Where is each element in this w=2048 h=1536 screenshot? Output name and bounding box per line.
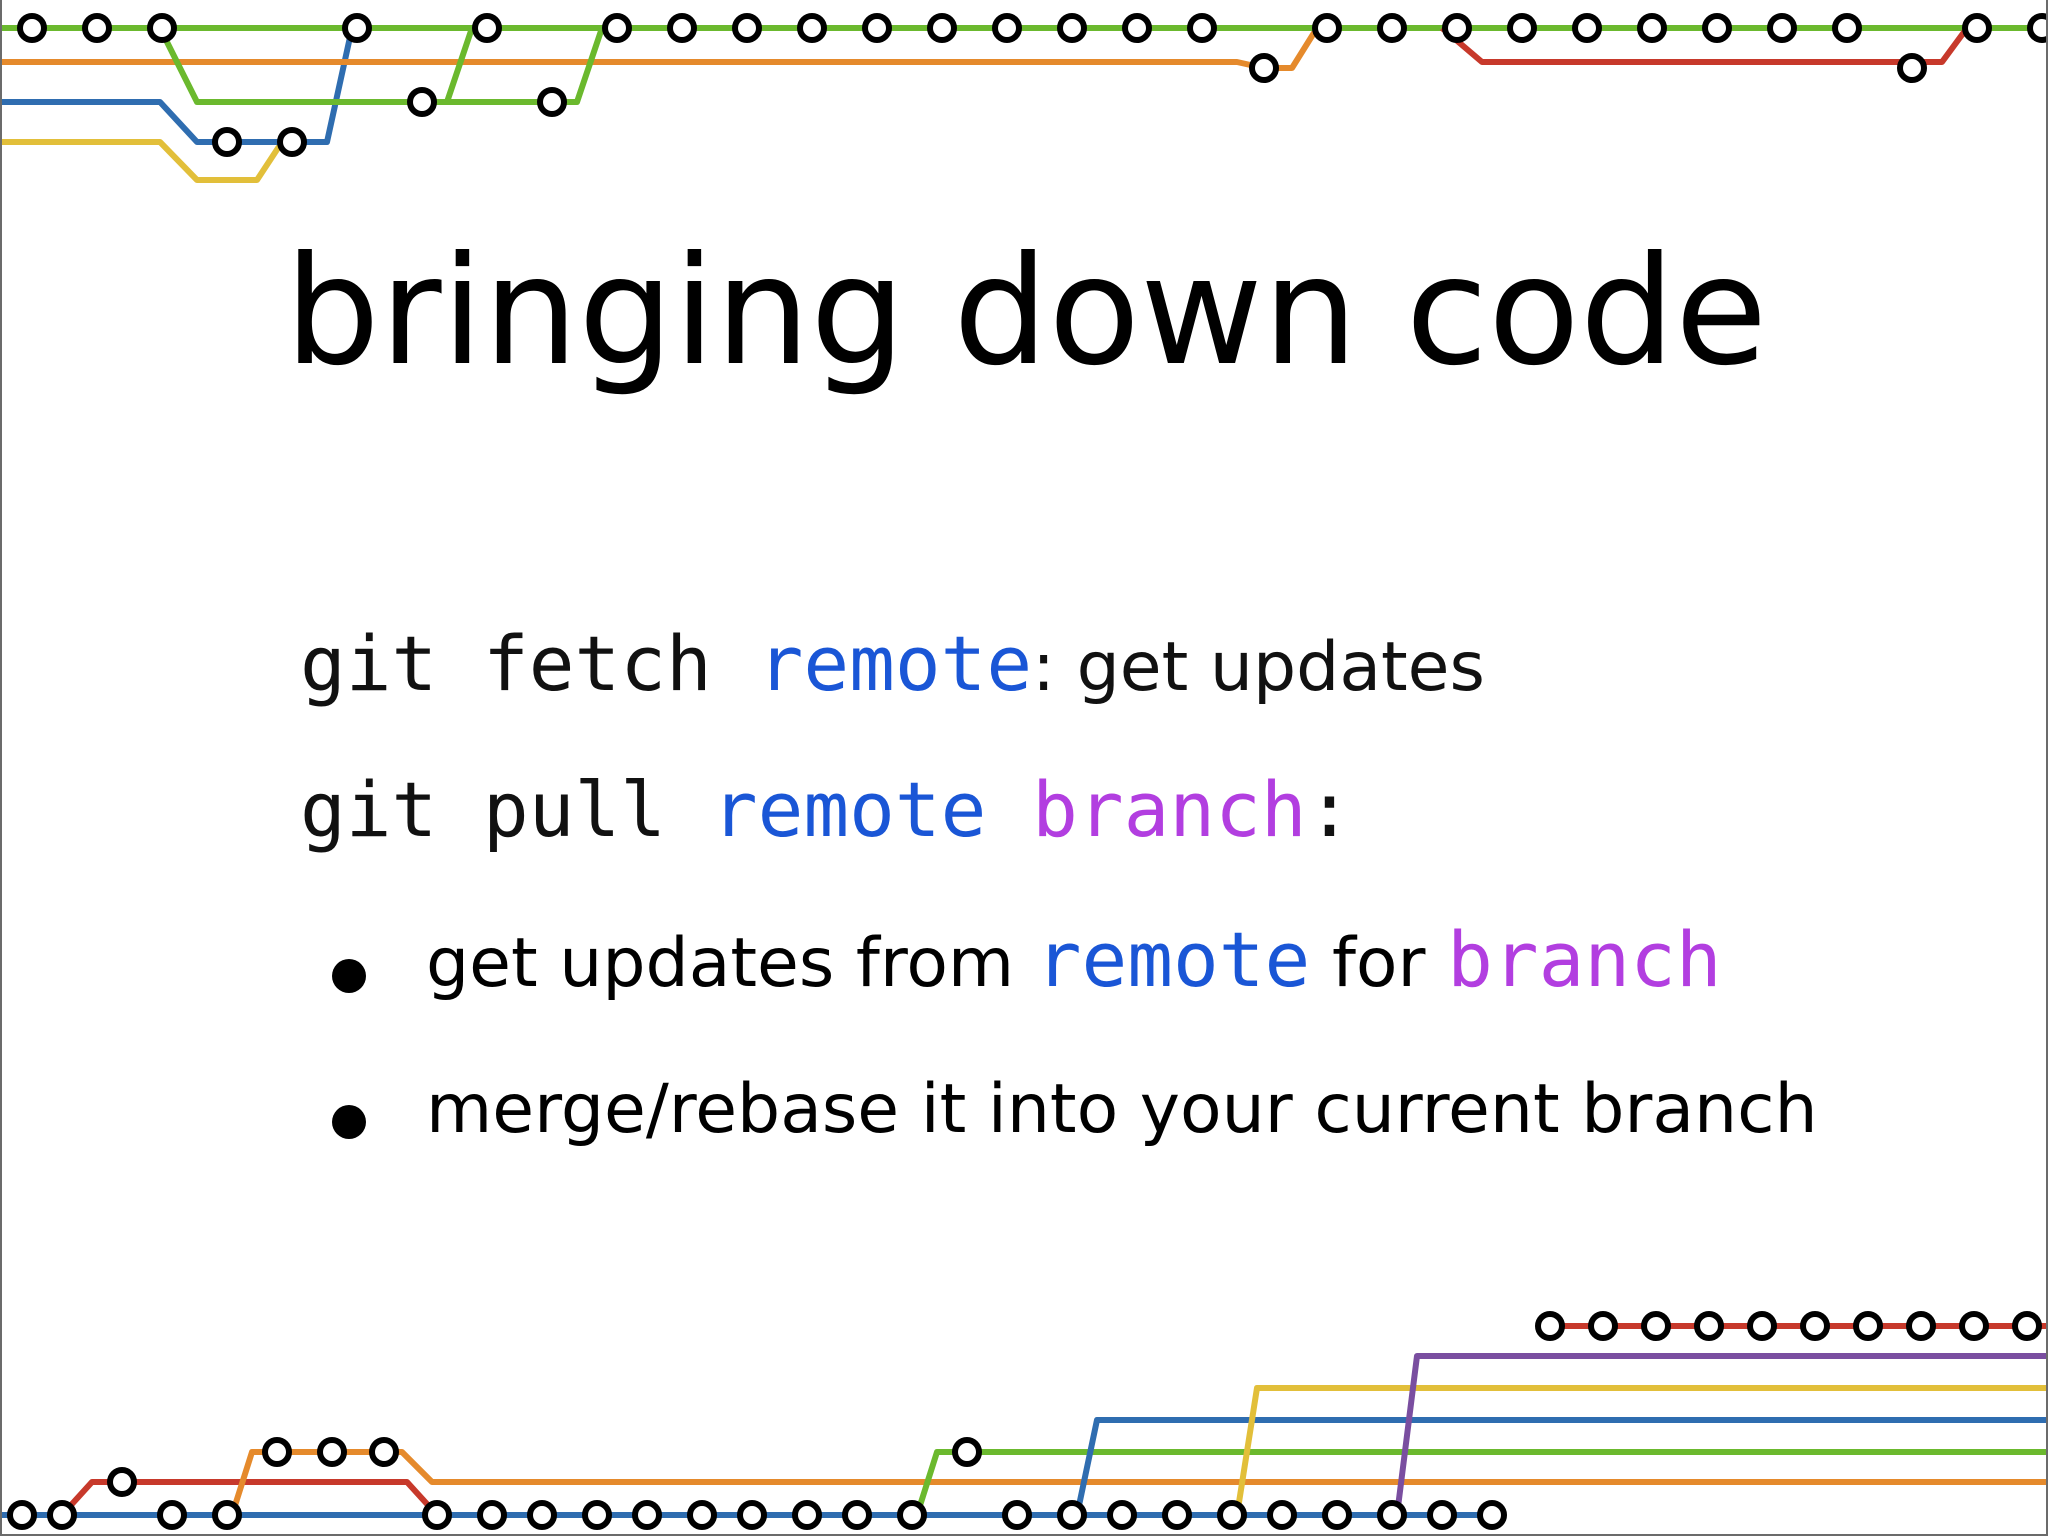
slide-title: bringing down code — [284, 225, 1768, 399]
pull-remote-arg: remote — [711, 765, 987, 854]
bullet-text: merge/rebase it into your current branch — [426, 1070, 1818, 1149]
bullet-remote: remote — [1035, 915, 1311, 1004]
bullet-icon — [332, 959, 366, 994]
bullet-text: for — [1310, 924, 1448, 1003]
git-pull-line: git pull remote branch: — [300, 760, 1352, 882]
fetch-remote-arg: remote — [757, 619, 1033, 708]
git-branch-graph-icon — [2, 1311, 2046, 1530]
pull-arg-space — [986, 765, 1032, 854]
pull-colon: : — [1306, 765, 1353, 854]
bullet-item: get updates from remote for branch — [332, 910, 1722, 1032]
bullet-item: merge/rebase it into your current branch — [332, 1060, 1818, 1178]
git-fetch-line: git fetch remote: get updates — [300, 614, 1485, 736]
fetch-colon: : — [1032, 628, 1056, 707]
git-branch-graph-icon — [2, 13, 2046, 183]
bullet-branch: branch — [1447, 915, 1722, 1004]
bullet-icon — [332, 1105, 366, 1140]
fetch-description: get updates — [1055, 628, 1485, 707]
pull-branch-arg: branch — [1032, 765, 1307, 854]
pull-command: git pull — [300, 765, 712, 854]
bullet-text: get updates from — [426, 924, 1036, 1003]
fetch-command: git fetch — [300, 619, 758, 708]
